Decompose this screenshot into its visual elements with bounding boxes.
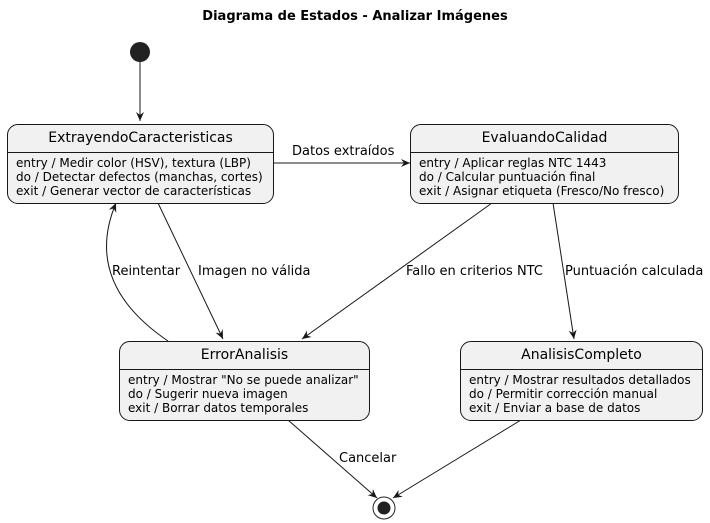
edge-imagen-no-valida: [157, 202, 224, 340]
state-action-exit: exit / Asignar etiqueta (Fresco/No fresc…: [419, 184, 665, 198]
diagram-title: Diagrama de Estados - Analizar Imágenes: [202, 9, 508, 24]
state-action-entry: entry / Mostrar "No se puede analizar": [128, 373, 359, 387]
state-actions: entry / Medir color (HSV), textura (LBP)…: [8, 153, 273, 198]
state-action-entry: entry / Medir color (HSV), textura (LBP): [16, 156, 251, 170]
label-reintentar: Reintentar: [112, 264, 181, 279]
edge-fallo-criterios: [301, 202, 493, 340]
state-extrayendo-caracteristicas[interactable]: ExtrayendoCaracteristicas entry / Medir …: [7, 124, 274, 204]
state-name: EvaluandoCalidad: [411, 125, 678, 153]
label-imagen-no-valida: Imagen no válida: [198, 264, 311, 279]
state-action-do: do / Permitir corrección manual: [469, 387, 658, 401]
state-error-analisis[interactable]: ErrorAnalisis entry / Mostrar "No se pue…: [119, 341, 370, 421]
state-action-do: do / Sugerir nueva imagen: [128, 387, 288, 401]
edge-completo-to-final: [392, 419, 522, 499]
state-action-exit: exit / Generar vector de características: [16, 184, 252, 198]
state-action-do: do / Detectar defectos (manchas, cortes): [16, 170, 263, 184]
final-node-inner: [377, 501, 391, 515]
edge-cancelar: [287, 419, 378, 499]
state-name: AnalisisCompleto: [461, 342, 702, 370]
state-action-entry: entry / Aplicar reglas NTC 1443: [419, 156, 607, 170]
edge-puntuacion-calculada: [552, 202, 577, 340]
label-puntuacion-calculada: Puntuación calculada: [565, 264, 704, 279]
state-action-entry: entry / Mostrar resultados detallados: [469, 373, 691, 387]
label-fallo-criterios: Fallo en criterios NTC: [406, 264, 543, 279]
state-name: ErrorAnalisis: [120, 342, 369, 370]
state-action-exit: exit / Enviar a base de datos: [469, 401, 641, 415]
label-datos-extraidos: Datos extraídos: [292, 144, 395, 159]
label-cancelar: Cancelar: [339, 451, 397, 466]
state-name: ExtrayendoCaracteristicas: [8, 125, 273, 153]
state-actions: entry / Mostrar "No se puede analizar"do…: [120, 370, 369, 415]
state-analisis-completo[interactable]: AnalisisCompleto entry / Mostrar resulta…: [460, 341, 703, 421]
state-evaluando-calidad[interactable]: EvaluandoCalidad entry / Aplicar reglas …: [410, 124, 679, 204]
edge-reintentar: [106, 202, 169, 342]
initial-node: [130, 42, 150, 62]
state-action-exit: exit / Borrar datos temporales: [128, 401, 309, 415]
state-action-do: do / Calcular puntuación final: [419, 170, 596, 184]
